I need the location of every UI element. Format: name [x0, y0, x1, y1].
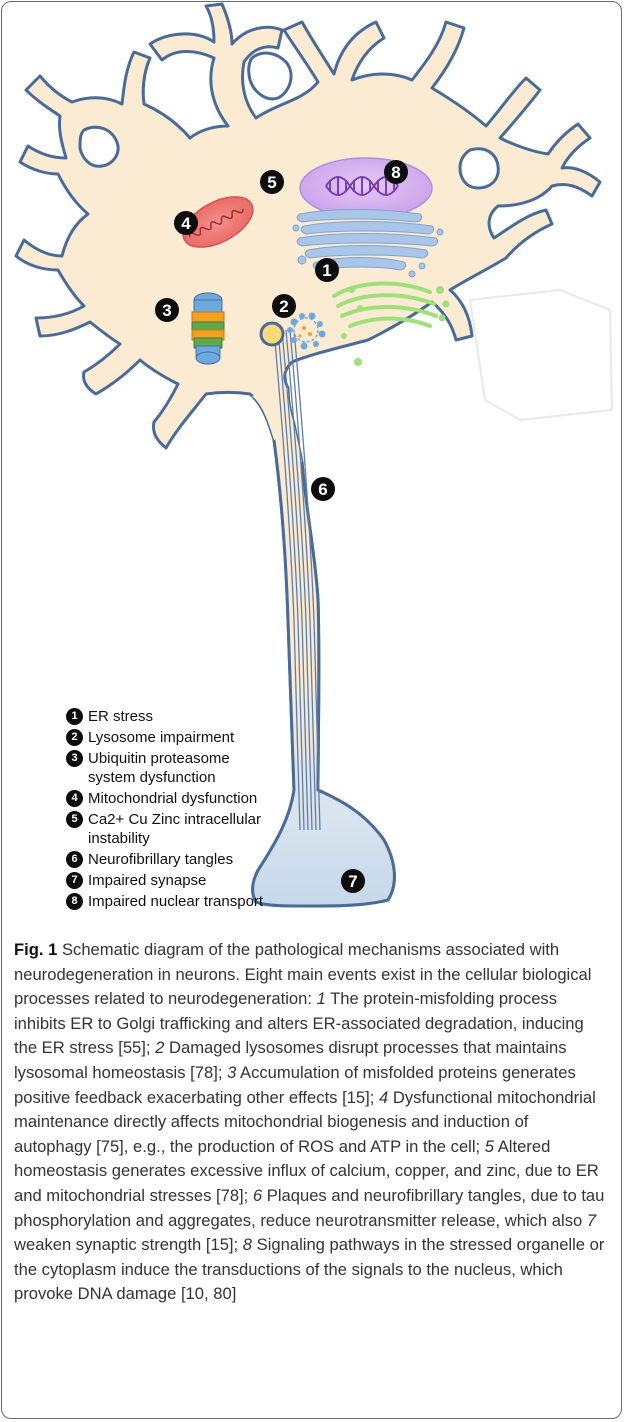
legend-marker: 8: [66, 893, 83, 910]
legend-item: 7 Impaired synapse: [66, 871, 386, 890]
caption-item-number: 1: [317, 989, 326, 1008]
marker-1: 1: [315, 258, 339, 282]
legend-marker: 2: [66, 729, 83, 746]
figure-label: Fig. 1: [14, 940, 57, 959]
legend-text: Neurofibrillary tangles: [88, 850, 233, 869]
legend-marker: 3: [66, 750, 83, 767]
legend-marker: 1: [66, 708, 83, 725]
svg-text:3: 3: [162, 301, 171, 320]
marker-5: 5: [260, 170, 284, 194]
legend-item: 4 Mitochondrial dysfunction: [66, 789, 386, 808]
proteasome: [192, 293, 224, 364]
legend-text: Mitochondrial dysfunction: [88, 789, 257, 808]
svg-text:4: 4: [181, 214, 191, 233]
caption-item-number: 4: [379, 1088, 388, 1107]
svg-text:6: 6: [318, 480, 327, 499]
svg-text:1: 1: [322, 261, 331, 280]
dendrite-gap-right: [460, 149, 498, 188]
legend-item: 5 Ca2+ Cu Zinc intracellular instability: [66, 810, 386, 848]
figure-legend: 1 ER stress 2 Lysosome impairment 3 Ubiq…: [66, 707, 386, 913]
marker-8: 8: [384, 160, 408, 184]
legend-marker: 7: [66, 872, 83, 889]
lysosome-intact: [261, 323, 283, 345]
legend-marker: 5: [66, 811, 83, 828]
background-ghost-outline: [470, 290, 612, 420]
legend-marker: 6: [66, 851, 83, 868]
legend-text: Impaired synapse: [88, 871, 206, 890]
marker-2: 2: [272, 294, 296, 318]
legend-text: ER stress: [88, 707, 153, 726]
marker-3: 3: [155, 298, 179, 322]
marker-6: 6: [311, 477, 335, 501]
legend-item: 2 Lysosome impairment: [66, 728, 386, 747]
dendrite-gap-top: [249, 53, 291, 99]
svg-text:5: 5: [267, 173, 276, 192]
dendrite-gap-left: [80, 127, 118, 166]
caption-item-number: 3: [227, 1063, 236, 1082]
legend-item: 6 Neurofibrillary tangles: [66, 850, 386, 869]
caption-item-number: 5: [485, 1137, 494, 1156]
legend-text: Impaired nuclear transport: [88, 892, 263, 911]
nucleus: [300, 158, 432, 218]
legend-item: 1 ER stress: [66, 707, 386, 726]
legend-text: Ca2+ Cu Zinc intracellular instability: [88, 810, 261, 848]
marker-4: 4: [174, 211, 198, 235]
caption-item-number: 6: [253, 1186, 262, 1205]
legend-text: Lysosome impairment: [88, 728, 234, 747]
legend-text: Ubiquitin proteasome system dysfunction: [88, 749, 230, 787]
legend-marker: 4: [66, 790, 83, 807]
figure-caption: Fig. 1 Schematic diagram of the patholog…: [14, 938, 610, 1307]
svg-text:8: 8: [391, 163, 400, 182]
caption-item-number: 8: [243, 1235, 252, 1254]
caption-item-number: 2: [155, 1038, 164, 1057]
legend-item: 8 Impaired nuclear transport: [66, 892, 386, 911]
caption-item-text: weaken synaptic strength [15];: [14, 1235, 238, 1254]
legend-item: 3 Ubiquitin proteasome system dysfunctio…: [66, 749, 386, 787]
svg-text:2: 2: [279, 297, 288, 316]
caption-item-number: 7: [587, 1211, 596, 1230]
